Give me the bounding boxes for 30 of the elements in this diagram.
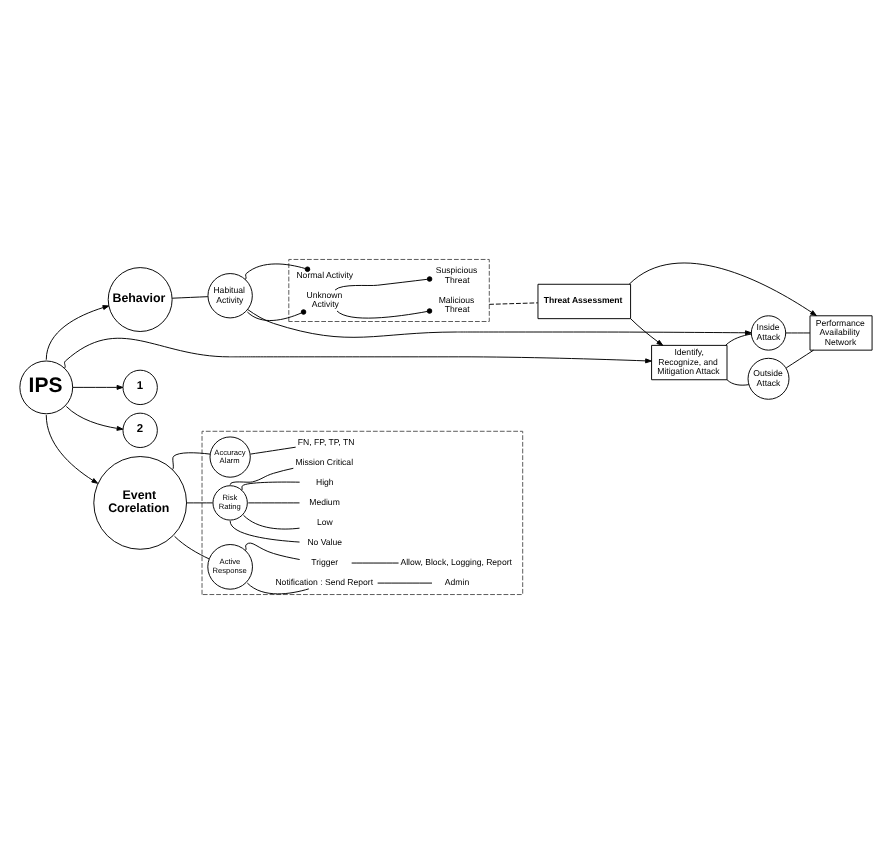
connector	[725, 332, 752, 345]
arrow	[65, 405, 124, 430]
connector	[336, 307, 433, 318]
connector	[174, 534, 210, 559]
connector	[244, 541, 301, 559]
connector	[488, 301, 539, 304]
arrow	[72, 383, 124, 389]
node-circle: IPS	[19, 359, 74, 414]
arrow	[630, 317, 664, 345]
connector	[247, 501, 300, 503]
arrow	[45, 413, 99, 483]
arrow	[247, 308, 752, 337]
connector	[785, 331, 811, 333]
connector	[334, 275, 433, 290]
connector	[229, 466, 294, 485]
connector	[785, 348, 814, 368]
connector	[241, 480, 301, 490]
connector	[244, 262, 311, 279]
connector	[229, 519, 300, 542]
connector	[250, 445, 297, 454]
arrow	[45, 304, 110, 360]
connector	[171, 295, 209, 298]
connector	[186, 501, 214, 503]
connector	[172, 451, 211, 469]
arrow	[628, 261, 817, 316]
connector	[243, 513, 300, 529]
connector	[246, 308, 307, 320]
connector	[246, 581, 310, 594]
arrow	[63, 336, 652, 368]
connector	[726, 378, 750, 385]
